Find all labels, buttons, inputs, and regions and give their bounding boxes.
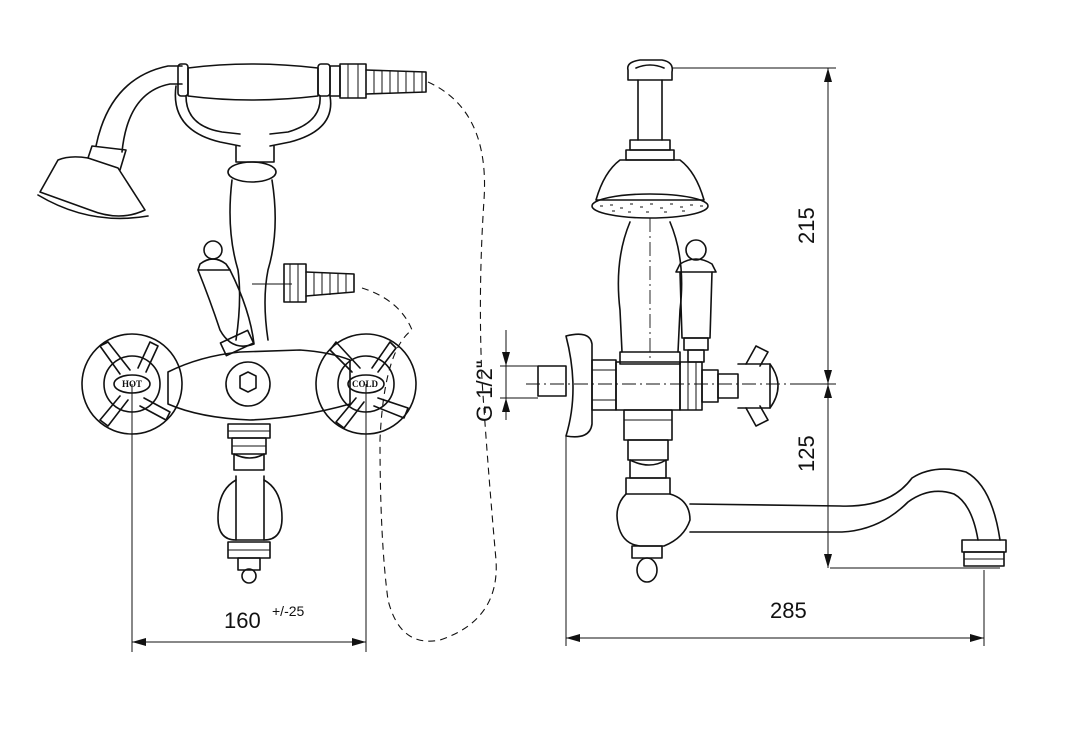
front-view: HOT COLD [37,63,497,652]
dim-height-upper: 215 [672,67,836,385]
spout-arm [689,468,1007,567]
spout-front [217,423,283,584]
side-view: G 1/2" 215 125 285 [472,59,1007,646]
side-diverter-knob [675,239,717,363]
wall-flange [537,333,593,438]
side-body [591,345,779,427]
dim-thread: G 1/2" [472,330,538,422]
dim-width-front: 160 +/-25 [131,384,367,652]
cold-label: COLD [352,379,379,389]
dim-width-front-value: 160 [224,608,261,633]
hand-shower-grip [177,63,427,101]
dim-height-upper-value: 215 [794,207,819,244]
diverter-knob [197,240,255,357]
side-column [617,218,683,365]
hand-shower-neck [95,65,183,153]
dim-height-lower: 125 [794,384,1000,569]
dim-width-front-tolerance: +/-25 [272,603,305,619]
hose-outlet [252,263,355,303]
dim-thread-value: G 1/2" [472,360,497,422]
hose-path [361,81,497,642]
dim-height-lower-value: 125 [794,435,819,472]
side-shower-head [591,159,709,219]
column-body [227,161,277,341]
dim-projection: 285 [565,436,985,646]
hand-shower-head [37,145,149,220]
shower-cradle [174,85,332,163]
mixer-body [167,349,351,421]
side-cradle [625,59,675,161]
side-lower-body [616,409,691,583]
dim-projection-value: 285 [770,598,807,623]
